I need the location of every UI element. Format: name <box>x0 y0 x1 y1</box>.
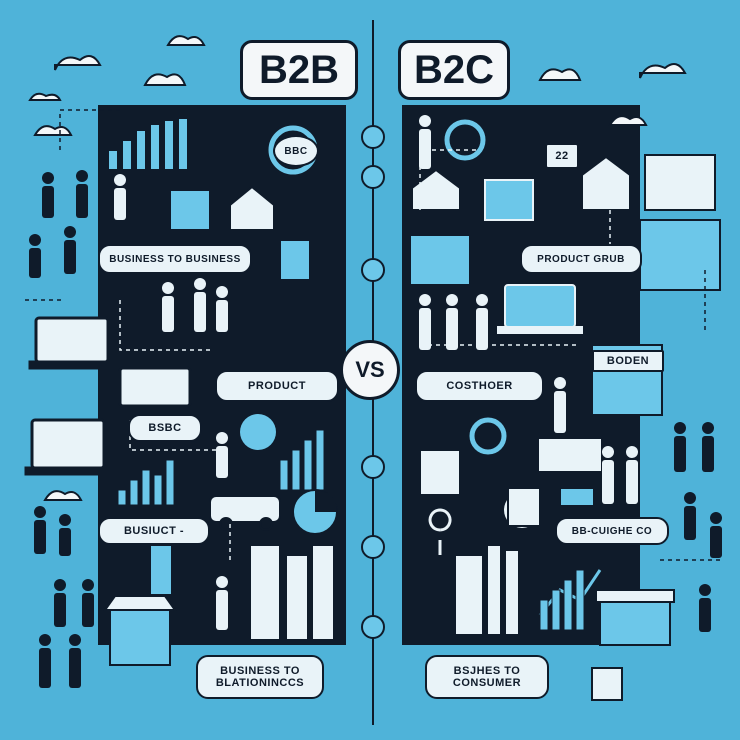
bbc-badge: BBC <box>273 135 319 167</box>
b2b-bsbc-label: BSBC <box>128 414 202 442</box>
vs-badge: VS <box>340 340 400 400</box>
b2c-product-grub-label: PRODUCT GRUB <box>520 244 642 274</box>
connector-node-icon <box>361 258 385 282</box>
b2b-bottom-label: BUSINESS TO BLATIONINCCS <box>196 655 324 699</box>
building-icon <box>409 155 663 636</box>
calendar-icon: 22 <box>545 143 579 169</box>
laptop-icon <box>24 316 192 476</box>
b2b-busiuct-label: BUSIUCT - <box>98 517 210 545</box>
building-icon <box>149 185 335 641</box>
cloud-icon <box>28 35 687 501</box>
b2c-costhoer-label: COSTHOER <box>415 370 544 402</box>
b2b-title: B2B <box>240 40 358 100</box>
store-sign: BODEN <box>592 350 664 372</box>
connector-node-icon <box>361 125 385 149</box>
shop-icon <box>103 589 675 666</box>
van-icon <box>209 495 281 531</box>
person-icon <box>419 115 638 504</box>
connector-lines <box>25 109 720 561</box>
b2b-product-label: PRODUCT <box>215 370 339 402</box>
connector-node-icon <box>361 455 385 479</box>
connector-node-icon <box>361 615 385 639</box>
connector-node-icon <box>361 165 385 189</box>
bar-chart-icon <box>107 117 189 171</box>
b2c-title: B2C <box>398 40 510 100</box>
person-icon <box>29 170 94 688</box>
shopping-bag-icon <box>419 449 623 701</box>
person-icon <box>674 422 722 632</box>
b2c-bb-cuighe-label: BB-CUIGHE CO <box>555 517 669 545</box>
laptop-icon <box>484 154 721 471</box>
people-group-icon <box>114 174 228 630</box>
bar-chart-icon <box>539 569 585 631</box>
gear-icon <box>268 119 507 455</box>
b2b-business-to-business-label: BUSINESS TO BUSINESS <box>98 244 252 274</box>
b2c-bottom-label: BSJHES TO CONSUMER <box>425 655 549 699</box>
connector-node-icon <box>361 535 385 559</box>
